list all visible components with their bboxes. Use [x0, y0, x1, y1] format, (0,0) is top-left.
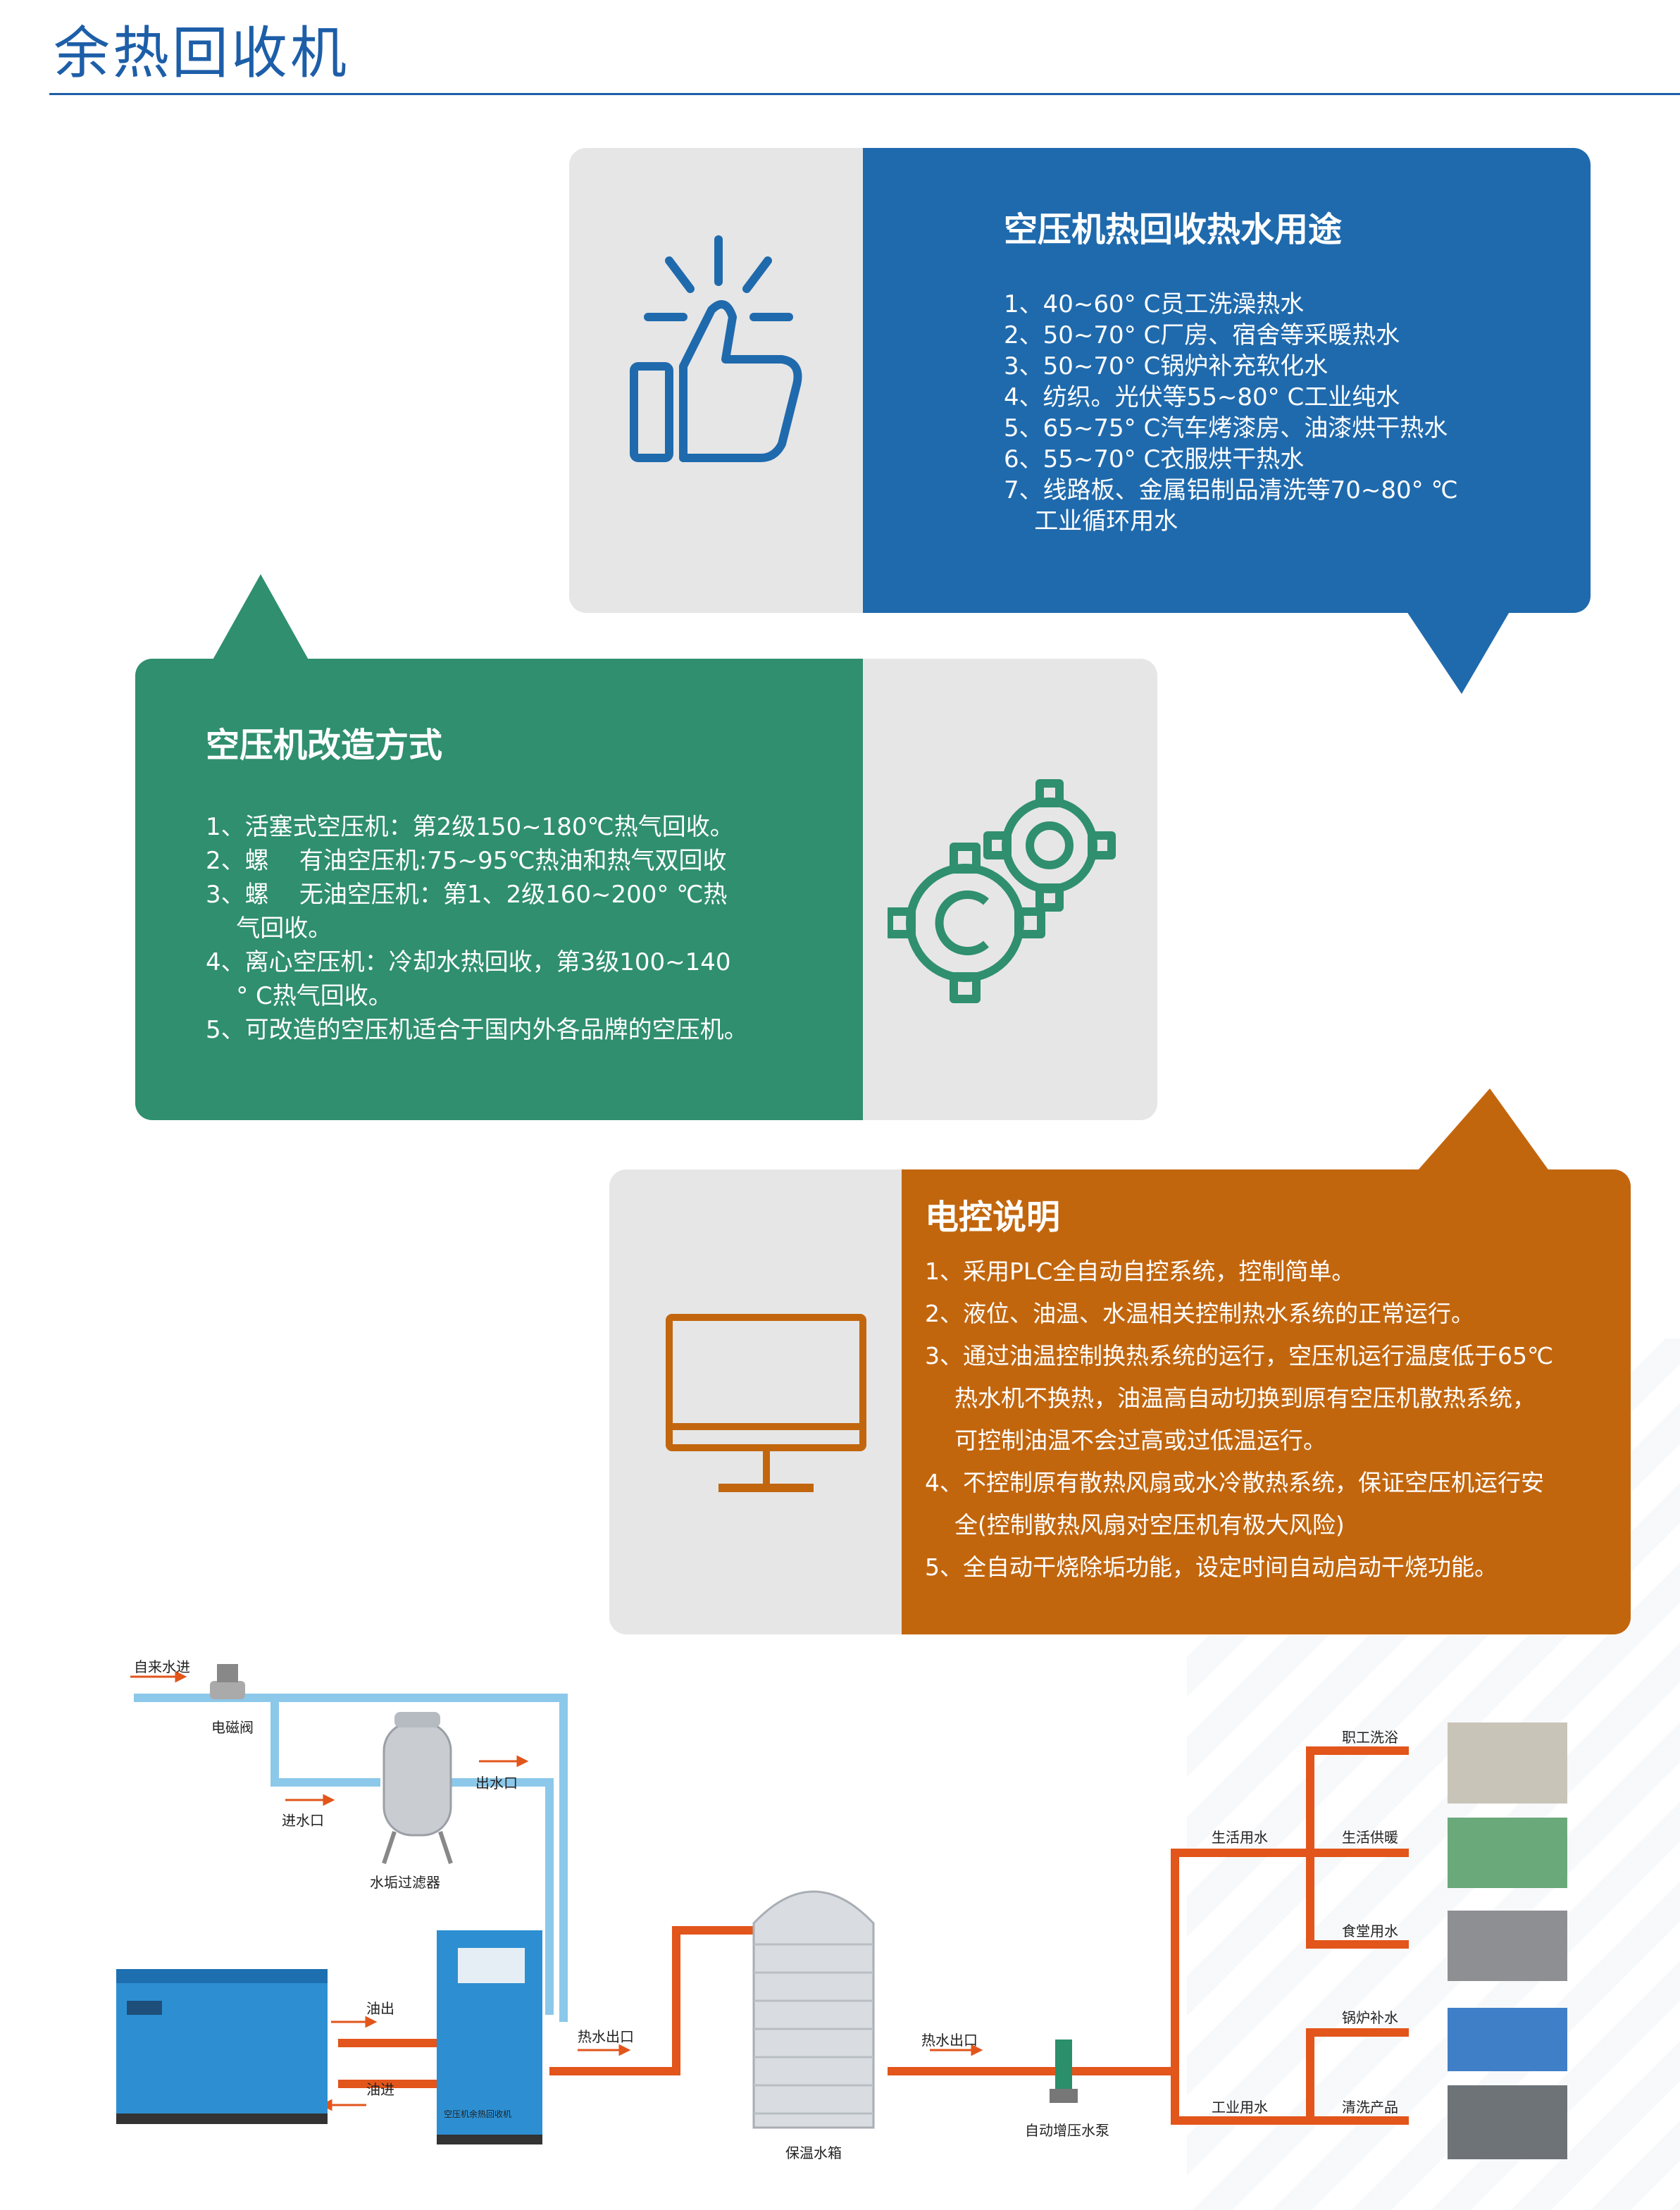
list-item: 4、纺织。光伏等55~80° C工业纯水 — [1004, 383, 1400, 411]
label-canteen-water: 食堂用水 — [1342, 1923, 1398, 1939]
title-underline — [49, 93, 1680, 95]
heat-recovery-flow-diagram: 自来水进 电磁阀 进水口 出水口 水垢过滤器 油出 油进 热水出口 保温水箱 热… — [113, 1649, 1578, 2184]
control-list: 1、采用PLC全自动自控系统，控制简单。 2、液位、油温、水温相关控制热水系统的… — [925, 1250, 1622, 1589]
list-item: 5、全自动干烧除垢功能，设定时间自动启动干烧功能。 — [925, 1553, 1498, 1581]
monitor-icon — [666, 1314, 866, 1492]
label-machine-nameplate: 空压机余热回收机 — [444, 2109, 512, 2119]
list-item: 2、螺 有油空压机:75~95℃热油和热气双回收 — [206, 847, 727, 875]
retrofit-card-pointer — [211, 574, 310, 662]
label-living-heating: 生活供暖 — [1342, 1829, 1398, 1846]
scale-filter-graphic — [382, 1712, 453, 1864]
label-solenoid-valve: 电磁阀 — [211, 1719, 254, 1736]
insulated-tank-graphic — [752, 1890, 875, 2129]
label-oil-in: 油进 — [366, 2081, 394, 2098]
list-item: 5、可改造的空压机适合于国内外各品牌的空压机。 — [206, 1016, 748, 1044]
list-item: 3、螺 无油空压机：第1、2级160~200° ℃热 气回收。 — [206, 881, 728, 943]
list-item: 1、采用PLC全自动自控系统，控制简单。 — [925, 1258, 1355, 1285]
label-hot-water-out-2: 热水出口 — [921, 2032, 978, 2049]
air-compressor-graphic — [116, 1969, 328, 2124]
list-item: 4、不控制原有散热风扇或水冷散热系统，保证空压机运行安 全(控制散热风扇对空压机… — [925, 1469, 1544, 1539]
heat-recovery-machine-graphic — [437, 1930, 542, 2144]
label-water-outlet: 出水口 — [475, 1775, 518, 1792]
label-water-inlet: 进水口 — [282, 1812, 324, 1829]
page-title: 余热回收机 — [54, 20, 349, 86]
list-item: 3、通过油温控制换热系统的运行，空压机运行温度低于65℃ 热水机不换热，油温高自… — [925, 1342, 1554, 1454]
list-item: 2、50~70° C厂房、宿舍等采暖热水 — [1004, 321, 1400, 349]
label-domestic-water: 生活用水 — [1212, 1829, 1268, 1846]
control-card-pointer — [1412, 1088, 1553, 1177]
list-item: 1、活塞式空压机：第2级150~180℃热气回收。 — [206, 813, 734, 841]
label-hot-water-out-1: 热水出口 — [578, 2028, 634, 2045]
control-card-title: 电控说明 — [925, 1198, 1061, 1237]
list-item: 3、50~70° C锅炉补充软化水 — [1004, 352, 1329, 380]
thumbs-up-icon — [630, 235, 802, 462]
pipe-layout — [116, 1664, 1567, 2159]
gears-icon — [888, 779, 1116, 1003]
usage-card-title: 空压机热回收热水用途 — [1004, 210, 1343, 249]
control-card: 电控说明 1、采用PLC全自动自控系统，控制简单。 2、液位、油温、水温相关控制… — [902, 1169, 1631, 1634]
usage-card-pointer — [1405, 609, 1511, 694]
list-item: 6、55~70° C衣服烘干热水 — [1004, 445, 1305, 473]
control-card-icon-panel — [609, 1169, 919, 1634]
booster-pump-graphic — [1050, 2040, 1078, 2103]
list-item: 1、40~60° C员工洗澡热水 — [1004, 290, 1305, 318]
usage-card-icon-panel — [569, 148, 879, 613]
retrofit-list: 1、活塞式空压机：第2级150~180℃热气回收。 2、螺 有油空压机:75~9… — [206, 810, 840, 1047]
label-cleaning-products: 清洗产品 — [1342, 2099, 1398, 2116]
destination-thumbnails — [1448, 1722, 1567, 2159]
list-item: 5、65~75° C汽车烤漆房、油漆烘干热水 — [1004, 414, 1448, 442]
list-item: 4、离心空压机：冷却水热回收，第3级100~140 ° C热气回收。 — [206, 948, 731, 1010]
label-insulated-tank: 保温水箱 — [785, 2144, 842, 2161]
solenoid-valve-graphic — [210, 1664, 245, 1699]
list-item: 2、液位、油温、水温相关控制热水系统的正常运行。 — [925, 1300, 1474, 1327]
label-staff-bath: 职工洗浴 — [1342, 1729, 1398, 1746]
label-booster-pump: 自动增压水泵 — [1025, 2122, 1109, 2139]
list-item: 7、线路板、金属铝制品清洗等70~80° ℃ 工业循环用水 — [1004, 476, 1458, 535]
usage-list: 1、40~60° C员工洗澡热水 2、50~70° C厂房、宿舍等采暖热水 3、… — [1004, 289, 1567, 537]
label-scale-filter: 水垢过滤器 — [370, 1874, 440, 1891]
retrofit-card: 空压机改造方式 1、活塞式空压机：第2级150~180℃热气回收。 2、螺 有油… — [135, 659, 864, 1120]
usage-card: 空压机热回收热水用途 1、40~60° C员工洗澡热水 2、50~70° C厂房… — [863, 148, 1591, 613]
label-tap-water-in: 自来水进 — [134, 1658, 190, 1675]
label-boiler-makeup: 锅炉补水 — [1342, 2009, 1398, 2026]
label-industrial-water: 工业用水 — [1212, 2099, 1268, 2116]
label-oil-out: 油出 — [366, 2000, 394, 2017]
retrofit-card-title: 空压机改造方式 — [206, 726, 443, 765]
